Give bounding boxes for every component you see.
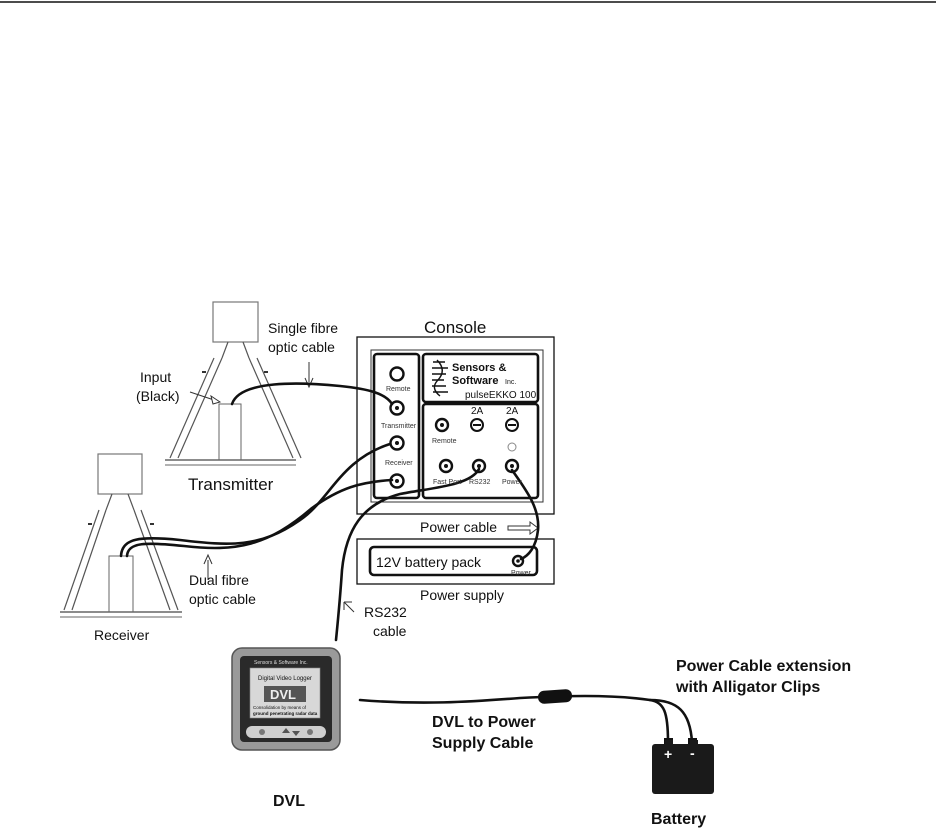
- power-cable: [510, 468, 540, 561]
- pack-port-label: Power: [511, 570, 532, 577]
- left-port-label-receiver: Receiver: [385, 460, 413, 467]
- receiver-label: Receiver: [94, 627, 150, 643]
- battery-label: Battery: [651, 811, 706, 828]
- dvl-to-power-label-2: Supply Cable: [432, 735, 533, 752]
- port-remote-right: [434, 417, 450, 433]
- rs232-cable: [334, 467, 481, 642]
- dvl-title: Digital Video Logger: [258, 676, 312, 682]
- single-fibre-arrow: [304, 362, 314, 389]
- transmitter-fibre-cable: [230, 382, 394, 406]
- fuse-1: [470, 418, 484, 432]
- right-port-label-power: Power: [502, 479, 523, 486]
- fuse-2: [505, 418, 519, 432]
- battery-plus: +: [664, 746, 672, 762]
- port-transmitter: [389, 400, 405, 416]
- dual-fibre-cable-b: [125, 478, 394, 558]
- battery-pack-label: 12V battery pack: [376, 554, 482, 570]
- dvl-device: [231, 647, 341, 751]
- cable-connector: [538, 689, 573, 704]
- extension-label-2: with Alligator Clips: [675, 679, 820, 696]
- extension-label-1: Power Cable extension: [676, 658, 851, 675]
- dvl-key-right: [307, 729, 313, 735]
- dvl-line1: Consolidation by means of: [253, 705, 307, 710]
- receiver-antenna: [60, 453, 182, 618]
- right-port-label-remote: Remote: [432, 438, 457, 445]
- rs232-label-2: cable: [373, 623, 407, 639]
- battery: [652, 740, 714, 794]
- model-label: pulseEKKO 100: [465, 390, 537, 401]
- brand-suffix: Inc.: [505, 379, 516, 386]
- transmitter-label: Transmitter: [188, 475, 274, 494]
- dual-fibre-label-1: Dual fibre: [189, 572, 249, 588]
- right-port-label-rs232: RS232: [469, 479, 491, 486]
- input-label-2: (Black): [136, 388, 180, 404]
- extension-cable-negative: [648, 698, 694, 744]
- left-port-label-remote: Remote: [386, 386, 411, 393]
- dvl-label: DVL: [273, 793, 305, 810]
- dvl-logo: DVL: [270, 687, 296, 702]
- fuse-label-2: 2A: [506, 406, 519, 417]
- sensors-software-logo: [432, 359, 448, 397]
- brand-line1: Sensors &: [452, 362, 506, 374]
- power-cable-arrow: [507, 521, 539, 535]
- rs232-label-1: RS232: [364, 604, 407, 620]
- power-supply-label: Power supply: [420, 587, 504, 603]
- port-fast-port: [438, 458, 454, 474]
- single-fibre-label-1: Single fibre: [268, 320, 338, 336]
- port-remote-left: [389, 366, 405, 382]
- dvl-key-left: [259, 729, 265, 735]
- port-rs232: [471, 458, 487, 474]
- dvl-arrow-up: [282, 728, 290, 733]
- console-label: Console: [424, 318, 486, 337]
- rs232-arrow: [343, 601, 355, 613]
- fuse-label-1: 2A: [471, 406, 484, 417]
- power-led: [507, 442, 517, 452]
- battery-minus: -: [690, 745, 695, 761]
- left-port-label-transmitter: Transmitter: [381, 423, 417, 430]
- port-receiver: [389, 435, 405, 451]
- brand-line2: Software: [452, 375, 498, 387]
- input-label-1: Input: [140, 369, 171, 385]
- dvl-to-power-label-1: DVL to Power: [432, 714, 536, 731]
- right-port-label-fastport: Fast Port: [433, 479, 461, 486]
- dual-fibre-arrow: [203, 553, 213, 580]
- dvl-logo-box: [264, 686, 306, 702]
- dvl-header: Sensors & Software Inc.: [254, 660, 308, 666]
- dvl-arrow-down: [292, 731, 300, 736]
- transmitter-antenna: [165, 301, 302, 466]
- dvl-line2: ground penetrating radar data: [253, 711, 318, 716]
- power-supply-unit: [356, 538, 555, 585]
- dual-fibre-label-2: optic cable: [189, 591, 256, 607]
- power-cable-label: Power cable: [420, 519, 497, 535]
- single-fibre-label-2: optic cable: [268, 339, 335, 355]
